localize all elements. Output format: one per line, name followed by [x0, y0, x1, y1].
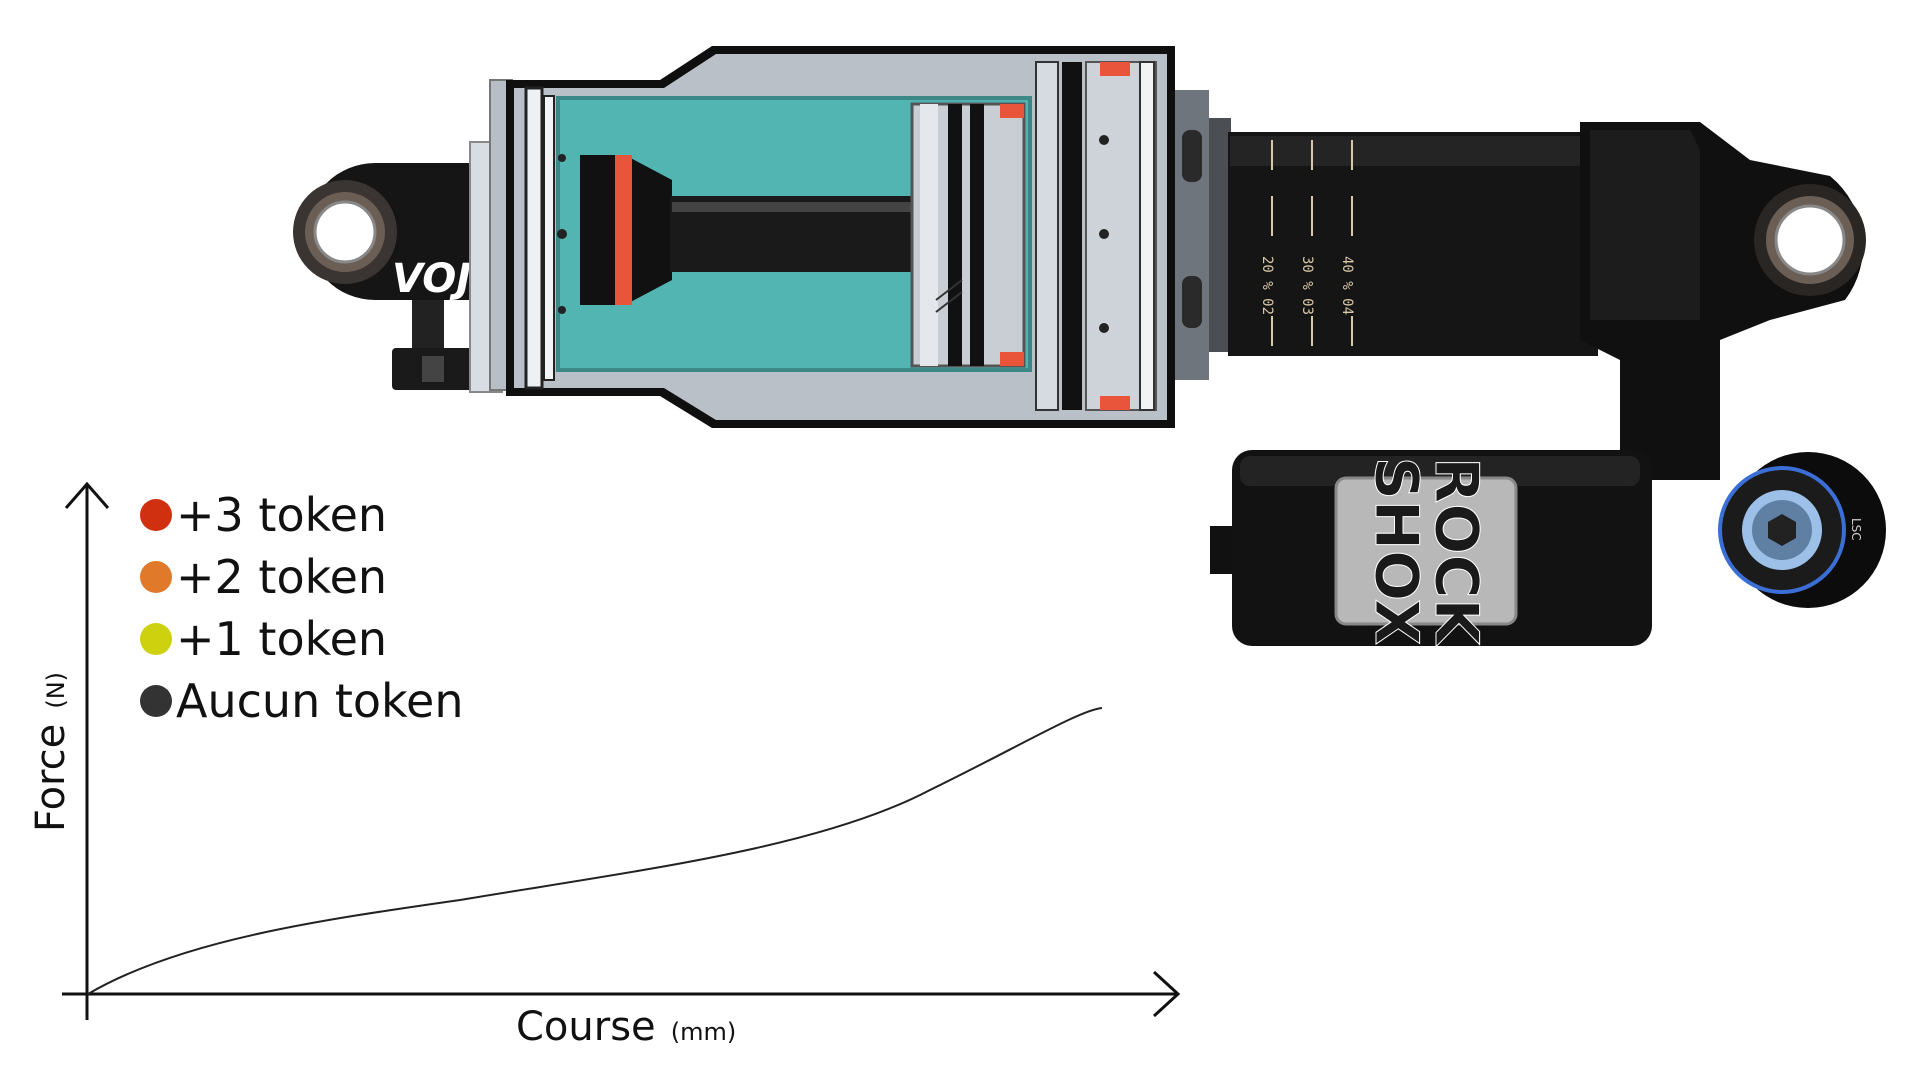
legend-label: +1 token: [176, 612, 388, 666]
legend-swatch: [140, 561, 172, 593]
legend-swatch: [140, 499, 172, 531]
reservoir: ROCK SHOX LSC: [1210, 450, 1886, 648]
right-eyelet: [1580, 122, 1866, 480]
sag-gradations: [1271, 140, 1353, 346]
token-spacer: [615, 155, 632, 305]
legend-label: Aucun token: [176, 674, 464, 728]
x-axis-arrow: [1152, 970, 1181, 1018]
legend-label: +2 token: [176, 550, 388, 604]
sag-mark-30: 30 % 03: [1299, 256, 1315, 315]
lsc-label: LSC: [1849, 518, 1863, 541]
x-axis-label: Course (mm): [516, 1004, 736, 1050]
rockshox-logo-text-2: SHOX: [1361, 457, 1431, 646]
legend-swatch: [140, 685, 172, 717]
legend-swatch: [140, 623, 172, 655]
legend-item: +1 token: [140, 614, 463, 664]
sag-mark-40: 40 % 04: [1339, 256, 1355, 315]
legend-item: +3 token: [140, 490, 463, 540]
sag-mark-20: 20 % 02: [1259, 256, 1275, 315]
legend-item: +2 token: [140, 552, 463, 602]
y-axis-label: Force (N): [28, 672, 74, 832]
legend-item: Aucun token: [140, 676, 463, 726]
air-valve: [392, 300, 476, 390]
rockshox-logo: [1334, 476, 1518, 626]
y-axis-arrow: [64, 481, 110, 509]
force-travel-graph: Force (N) Course (mm): [28, 481, 1181, 1050]
shock-body: 20 % 02 30 % 03 40 % 04: [1228, 132, 1598, 356]
air-can: [469, 46, 1231, 428]
force-curve: [87, 707, 1103, 995]
legend-label: +3 token: [176, 488, 388, 542]
rockshox-logo-text-1: ROCK: [1421, 457, 1491, 647]
